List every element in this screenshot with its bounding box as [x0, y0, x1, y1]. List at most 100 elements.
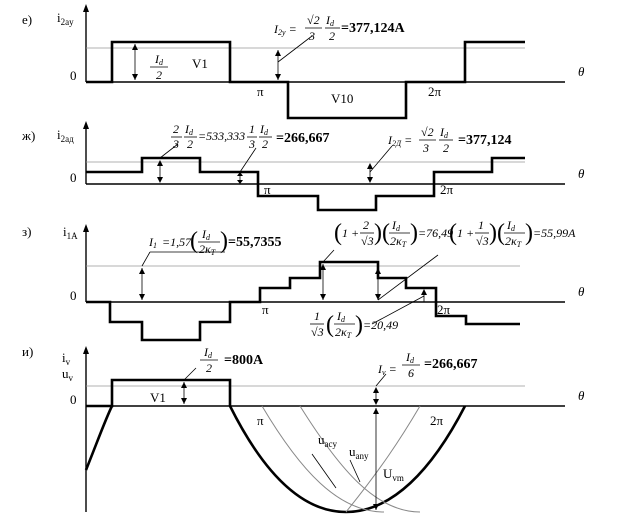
panel-zh-2pi: 2π — [440, 182, 454, 197]
panel-z-f2-kden: 2κT — [390, 234, 407, 249]
panel-i-arrow1-up — [181, 382, 187, 388]
panel-z-f3-lparen2: ( — [497, 220, 505, 246]
panel-z-waveform — [86, 260, 520, 342]
panel-i-uvm: Uvm — [383, 466, 404, 483]
panel-i-zero: 0 — [70, 392, 77, 407]
panel-e-arrow-rms-down — [275, 74, 281, 80]
panel-e-arrow-down — [132, 74, 138, 80]
panel-z-f1-coef: =1,57 — [162, 235, 192, 249]
panel-i-ghost-curve1 — [261, 405, 385, 513]
panel-z-leader1 — [141, 251, 151, 267]
panel-e-value: =377,124A — [341, 21, 405, 36]
panel-z-f1-rparen: ) — [220, 228, 228, 254]
panel-z-f4-value: =20,49 — [363, 318, 398, 332]
panel-zh-arrow3-up — [367, 163, 373, 169]
panel-z-f1-value: =55,7355 — [228, 235, 281, 250]
panel-i-axis1: iv — [62, 350, 71, 367]
panel-i-voltage-main — [228, 405, 467, 514]
panel-e-axis-label: i2ay — [57, 10, 74, 27]
panel-z-f3-kden: 2κT — [505, 234, 522, 249]
panel-i-arrow2-down — [373, 399, 379, 405]
panel-e-leader — [277, 35, 313, 63]
panel-zh-leader2 — [239, 147, 257, 173]
panel-i-leader-any — [349, 459, 361, 483]
panel-z-f3-rparen2: ) — [525, 220, 533, 246]
panel-i-arrow1-down — [181, 398, 187, 404]
panel-i-axis2: uv — [62, 366, 74, 383]
panel-z-f1-den: 2κT — [199, 242, 216, 257]
panel-z-f4-id: Id — [336, 309, 346, 324]
panel-z-f2-den: √3 — [361, 234, 374, 248]
panel-z-f4-lparen: ( — [326, 312, 334, 338]
panel-zh-f2-id-den: 2 — [262, 137, 268, 151]
panel-zh-f3-id: Id — [439, 125, 449, 140]
panel-e-arrow-up — [132, 44, 138, 50]
panel-zh-f3-lhs: I2Д = — [387, 133, 412, 148]
panel-i-leader2 — [375, 373, 387, 387]
panel-i-f2-lhs: Iv = — [377, 362, 397, 377]
panel-zh-y-arrow — [83, 121, 89, 129]
panel-zh-f3-id-den: 2 — [443, 141, 449, 155]
panel-z-f1-lparen: ( — [190, 228, 198, 254]
panel-z-leader4 — [371, 295, 425, 325]
panel-z-y-arrow — [83, 224, 89, 232]
panel-z-axis-label: i1A — [63, 224, 78, 241]
panel-zh-f1-id: Id — [184, 122, 194, 137]
panel-z-f4-kden: 2κT — [335, 325, 352, 340]
panel-z-leader2 — [322, 249, 335, 263]
panel-e-formula-id-den: 2 — [329, 29, 335, 43]
panel-z-f2-lparen2: ( — [382, 220, 390, 246]
panel-z-f3-one: 1 + — [457, 226, 474, 240]
panel-zh-f3-num: √2 — [421, 125, 434, 139]
panel-z-f3-value: =55,99A — [533, 226, 576, 240]
panel-i-arrow-uvm-up — [373, 408, 379, 414]
panel-z-f4-rparen: ) — [355, 312, 363, 338]
panel-zh-f1-value: =533,333 — [198, 129, 245, 143]
panel-i-arrow2-up — [373, 387, 379, 393]
panel-e-y-arrow — [83, 4, 89, 12]
panel-zh-f1-num: 2 — [173, 122, 179, 136]
panel-z-f2-lparen: ( — [334, 220, 342, 246]
panel-i-voltage-left — [84, 405, 114, 471]
panel-i-pi: π — [257, 413, 264, 428]
panel-zh-f3-den: 3 — [422, 141, 429, 155]
panel-i-theta: θ — [578, 388, 585, 403]
panel-i-f1-id: Id — [203, 345, 213, 360]
panel-z-2pi: 2π — [437, 302, 451, 317]
panel-e-formula-id: Id — [325, 13, 335, 28]
panel-e-frac-num: Id — [154, 52, 164, 67]
panel-zh-f3-value: =377,124 — [458, 133, 511, 148]
panel-z-pi: π — [262, 302, 269, 317]
panel-e-theta: θ — [578, 64, 585, 79]
panel-i-leader1 — [183, 367, 197, 381]
panel-i-ghost-curve3 — [345, 405, 421, 513]
panel-z-arrow2-up — [320, 264, 326, 270]
panel-zh-arrow2-up — [237, 172, 243, 176]
panel-z-zero: 0 — [70, 288, 77, 303]
panel-zh-f1-den: 3 — [172, 137, 179, 151]
panel-z-f3-rparen: ) — [489, 220, 497, 246]
panel-z-arrow2-down — [320, 294, 326, 300]
panel-z-label: з) — [22, 224, 31, 239]
panel-e-v1: V1 — [192, 56, 208, 71]
panel-e-frac-den: 2 — [156, 68, 162, 82]
panel-zh: ж) i2aд 0 θ π 2π 2 3 Id 2 =533,333 1 3 I… — [21, 121, 585, 212]
panel-zh-arrow3-down — [367, 177, 373, 183]
panel-i-f2-value: =266,667 — [424, 357, 477, 372]
panel-z-f3-num: 1 — [478, 218, 484, 232]
panel-i-f1-den: 2 — [206, 361, 212, 375]
panel-i-2pi: 2π — [430, 413, 444, 428]
panel-z-leader3 — [377, 254, 439, 301]
panel-z-f1-lhs: I1 — [148, 235, 157, 250]
panel-z-arrow1-down — [139, 294, 145, 300]
panel-e: е) i2ay 0 θ π 2π Id 2 V1 V10 I2y = √2 3 … — [22, 4, 585, 120]
panel-zh-arrow1-up — [157, 160, 163, 166]
panel-e-waveform — [86, 40, 525, 120]
panel-zh-f2-id: Id — [259, 122, 269, 137]
panel-i-f2-den: 6 — [408, 366, 414, 380]
panel-z-f3-lparen: ( — [449, 220, 457, 246]
panel-z-f4-den: √3 — [311, 325, 324, 339]
panel-i-uacy: uacy — [318, 432, 337, 449]
panel-zh-arrow2-down — [237, 180, 243, 184]
panel-e-pi: π — [257, 84, 264, 99]
